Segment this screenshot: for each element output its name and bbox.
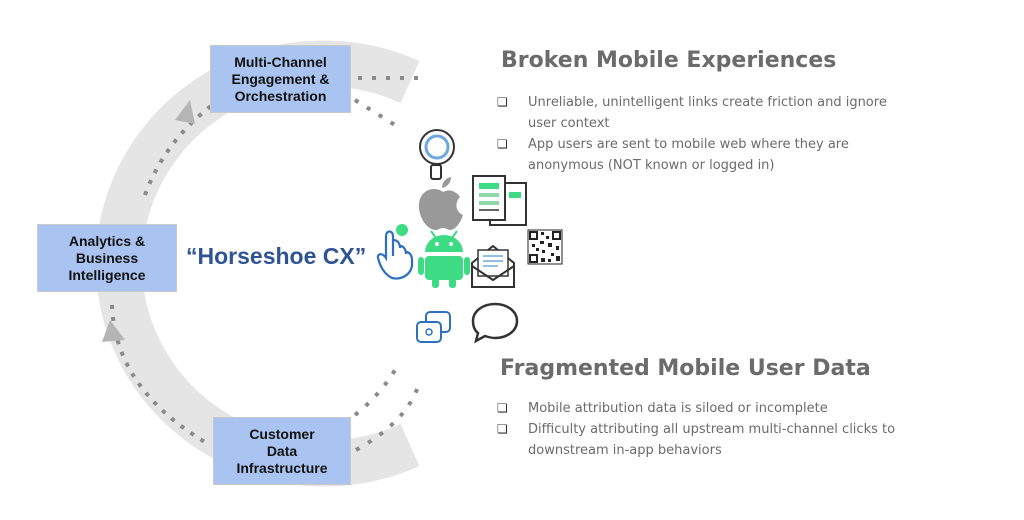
box-line: Engagement & bbox=[231, 70, 330, 87]
box-line: Business bbox=[75, 249, 139, 266]
android-icon bbox=[418, 230, 470, 288]
bullet-line: Difficulty attributing all upstream mult… bbox=[528, 422, 896, 437]
bullet-line: Mobile attribution data is siloed or inc… bbox=[528, 401, 828, 416]
customer-data-infrastructure-box: Customer Data Infrastructure bbox=[213, 417, 351, 485]
bullet-line: App users are sent to mobile web where t… bbox=[528, 137, 849, 152]
app-switch-icon bbox=[416, 311, 451, 343]
dotted-path-engagement-down bbox=[353, 98, 397, 127]
email-icon bbox=[471, 244, 515, 288]
analytics-bi-box: Analytics & Business Intelligence bbox=[37, 224, 177, 292]
horseshoe-cx-label: “Horseshoe CX” bbox=[186, 243, 367, 269]
engagement-orchestration-box: Multi-Channel Engagement & Orchestration bbox=[210, 45, 351, 113]
box-line: Customer bbox=[249, 425, 315, 442]
dotted-path-cdi-inner bbox=[353, 368, 397, 417]
bullet-list-broken-mobile: ❏ Unreliable, unintelligent links create… bbox=[495, 92, 935, 176]
bullet-line: anonymous (NOT known or logged in) bbox=[528, 158, 775, 173]
chat-bubble-icon bbox=[471, 302, 519, 344]
checkbox-bullet-icon: ❏ bbox=[497, 401, 508, 415]
bullet-line: user context bbox=[528, 116, 610, 131]
web-page-icon bbox=[472, 175, 527, 226]
box-line: Intelligence bbox=[68, 266, 146, 283]
checkbox-bullet-icon: ❏ bbox=[497, 137, 508, 151]
bullet-line: downstream in-app behaviors bbox=[528, 443, 722, 458]
arrow-head-top bbox=[175, 100, 195, 124]
bullet-item: ❏ Difficulty attributing all upstream mu… bbox=[495, 419, 935, 461]
bullet-item: ❏ App users are sent to mobile web where… bbox=[495, 134, 935, 176]
checkbox-bullet-icon: ❏ bbox=[497, 95, 508, 109]
bullet-item: ❏ Unreliable, unintelligent links create… bbox=[495, 92, 935, 134]
apple-icon bbox=[418, 177, 463, 230]
qr-code-icon bbox=[527, 229, 563, 265]
box-line: Orchestration bbox=[234, 87, 327, 104]
arrow-head-left bbox=[102, 320, 125, 342]
box-line: Infrastructure bbox=[236, 459, 328, 476]
bullet-item: ❏ Mobile attribution data is siloed or i… bbox=[495, 398, 935, 419]
pointing-hand-icon bbox=[376, 224, 414, 280]
bullet-line: Unreliable, unintelligent links create f… bbox=[528, 95, 887, 110]
section-heading-fragmented-data: Fragmented Mobile User Data bbox=[500, 356, 871, 381]
bullet-list-fragmented-data: ❏ Mobile attribution data is siloed or i… bbox=[495, 398, 935, 461]
box-line: Multi-Channel bbox=[234, 53, 327, 70]
section-heading-broken-mobile: Broken Mobile Experiences bbox=[501, 48, 837, 73]
search-icon bbox=[419, 129, 455, 180]
checkbox-bullet-icon: ❏ bbox=[497, 422, 508, 436]
box-line: Data bbox=[266, 442, 298, 459]
dotted-path-top bbox=[143, 101, 217, 196]
box-line: Analytics & bbox=[68, 232, 146, 249]
